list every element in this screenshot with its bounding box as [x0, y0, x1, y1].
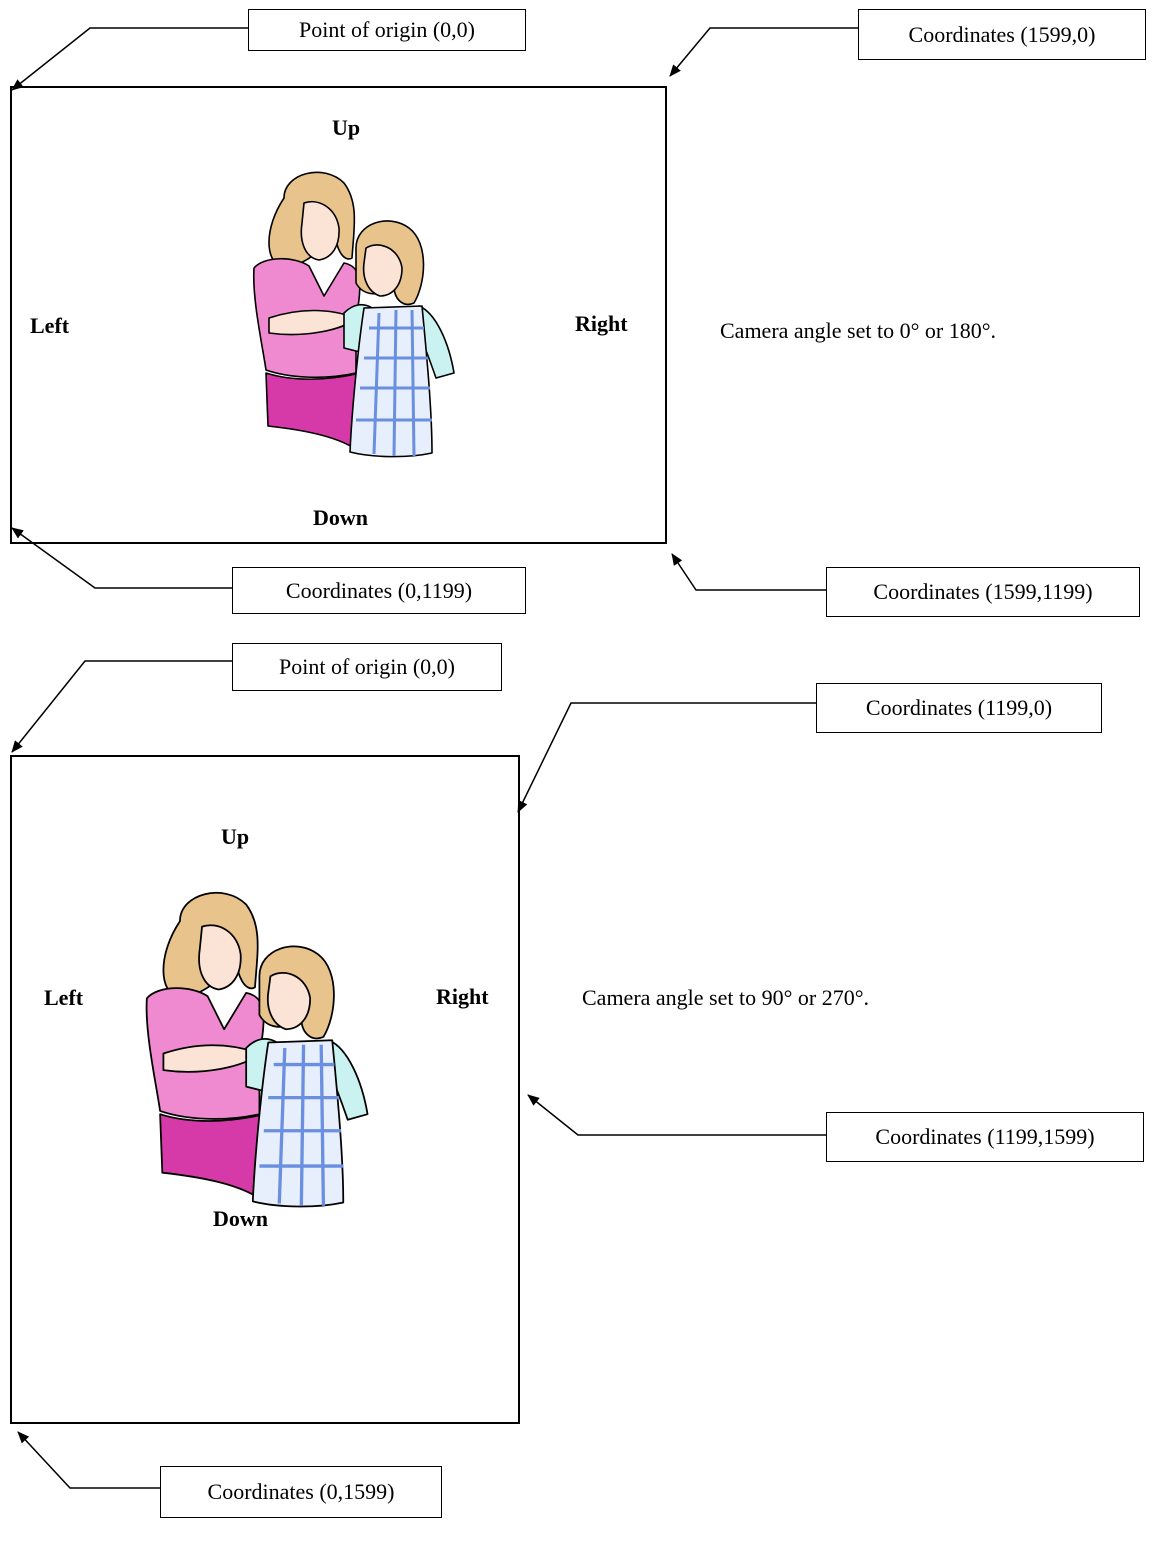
arrow-bottom-left-top [11, 527, 232, 589]
arrow-bottom-right-bottom [527, 1094, 826, 1136]
arrow-bottom-right-top [671, 553, 826, 591]
arrow-bottom-left-bottom [17, 1431, 160, 1489]
direction-left-top: Left [30, 313, 70, 338]
direction-right-top: Right [575, 311, 628, 336]
mother-daughter-illustration-icon [145, 891, 369, 1208]
callout-bottom-left-top: Coordinates (0,1199) [232, 567, 526, 614]
portrait-frame [10, 755, 520, 1424]
callout-bottom-right-top: Coordinates (1599,1199) [826, 567, 1140, 617]
direction-down-bottom: Down [213, 1206, 269, 1231]
arrow-top-right-top [669, 27, 858, 77]
callout-origin-top: Point of origin (0,0) [248, 9, 526, 51]
camera-angle-note-bottom: Camera angle set to 90° or 270°. [582, 985, 870, 1010]
callout-top-right-top: Coordinates (1599,0) [858, 9, 1146, 60]
direction-up-bottom: Up [221, 824, 250, 849]
mother-daughter-illustration-icon [252, 171, 455, 458]
direction-left-bottom: Left [44, 985, 84, 1010]
direction-right-bottom: Right [436, 984, 489, 1009]
callout-origin-bottom: Point of origin (0,0) [232, 643, 502, 691]
camera-angle-note-top: Camera angle set to 0° or 180°. [720, 318, 997, 343]
callout-bottom-right-bottom: Coordinates (1199,1599) [826, 1112, 1144, 1162]
callout-bottom-left-bottom: Coordinates (0,1599) [160, 1466, 442, 1518]
landscape-frame [10, 86, 667, 544]
arrow-origin-bottom [11, 660, 232, 753]
arrow-top-right-bottom [517, 702, 816, 813]
direction-down-top: Down [313, 505, 369, 530]
callout-top-right-bottom: Coordinates (1199,0) [816, 683, 1102, 733]
direction-up-top: Up [332, 115, 361, 140]
arrow-origin-top [11, 27, 248, 91]
